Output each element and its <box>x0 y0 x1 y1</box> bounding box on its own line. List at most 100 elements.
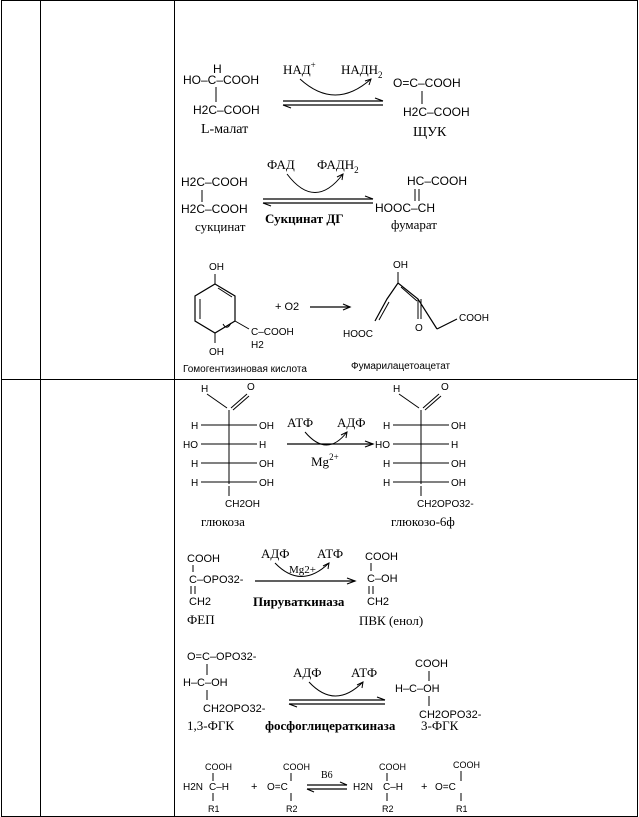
plus-oxygen: + O2 <box>275 301 299 313</box>
plus-1: + <box>251 781 257 793</box>
product-name-oxaloacetate: ЩУК <box>413 125 447 140</box>
glc-c3-oh: HO <box>183 440 198 451</box>
faa-oh: OH <box>393 260 408 271</box>
product-name-fumarate: фумарат <box>391 217 437 232</box>
ka2-keto: O=C <box>435 782 456 793</box>
product-name-fumarylacetoacetate: Фумарилацетоацетат <box>351 361 451 372</box>
glc-c2-oh: OH <box>259 421 274 432</box>
cofactor-adp: АДФ <box>337 415 366 430</box>
3pg-bot: CH2OPO32- <box>419 709 482 721</box>
table-cell-name <box>40 379 175 817</box>
hga-oh-bottom: OH <box>209 347 224 358</box>
succinate-row1: H2C–COOH <box>181 175 248 189</box>
3pg-top: COOH <box>415 658 448 670</box>
product-name-pyruvate: ПВК (енол) <box>359 613 423 628</box>
glc-c5-h: H <box>191 478 198 489</box>
13bpg-mid: H–C–OH <box>183 677 228 689</box>
fumarate-row1: HC–COOH <box>407 174 467 188</box>
cofactor-adp-pk: АДФ <box>261 546 290 561</box>
3pg-mid: H–C–OH <box>395 683 440 695</box>
glc-c4-oh: OH <box>259 459 274 470</box>
cofactor-atp-pk: АТФ <box>317 546 343 561</box>
ion-mg: Mg2+ <box>311 452 339 469</box>
aa1-cooh: COOH <box>205 762 232 772</box>
glc-c2-h: H <box>191 421 198 432</box>
ion-mg-pk: Mg2+ <box>289 564 316 576</box>
hexokinase-reaction: H O H OH HO H H OH H O <box>183 382 474 529</box>
cofactor-nadh2: НАДН2 <box>341 62 383 80</box>
enzyme-pgk: фосфоглицераткиназа <box>265 718 396 733</box>
pep-mid: C–OPO32- <box>189 574 244 586</box>
table-cell-number <box>1 379 41 817</box>
substrate-name-malate: L-малат <box>201 122 248 137</box>
oxaloacetate-row2: H2C–COOH <box>403 105 470 119</box>
ka2-r: R1 <box>456 804 468 814</box>
aa2-cooh: COOH <box>379 762 406 772</box>
phosphoglycerate-kinase-reaction: O=C–OPO32- H–C–OH CH2OPO32- 1,3-ФГК АДФ … <box>183 651 482 733</box>
g6p-c5-h: H <box>383 478 390 489</box>
malate-row2: H2C–COOH <box>193 103 260 117</box>
substrate-name-succinate: сукцинат <box>195 219 246 234</box>
plus-2: + <box>421 781 427 793</box>
aa1-mid: C–H <box>209 782 229 793</box>
pyruvate-kinase-reaction: COOH C–OPO32- CH2 ФЕП АДФ АТФ Mg2+ Пирув… <box>187 546 423 628</box>
cofactor-nad: НАД+ <box>283 60 316 77</box>
glc-c4-h: H <box>191 459 198 470</box>
cofactor-b6: B6 <box>321 770 333 781</box>
g6p-c5-oh: OH <box>451 478 466 489</box>
product-name-g6p: глюкозо-6ф <box>391 514 455 529</box>
table-cell-reactions: H O H OH HO H H OH H O <box>174 379 638 817</box>
pyruvate-cooh: COOH <box>365 551 398 563</box>
succinate-dehydrogenase-reaction: H2C–COOH H2C–COOH сукцинат ФАД ФАДН2 Сук… <box>181 157 467 234</box>
glc-aldehyde-o: O <box>247 382 255 393</box>
malate-row1: HO–C–COOH <box>183 73 259 87</box>
13bpg-bot: CH2OPO32- <box>203 703 266 715</box>
g6p-c4-h: H <box>383 459 390 470</box>
faa-right-acid: COOH <box>459 313 489 324</box>
ka1-cooh: COOH <box>283 762 310 772</box>
g6p-c6: CH2OPO32- <box>417 499 474 510</box>
table-cell-name <box>40 0 175 380</box>
faa-left-acid: HOOC <box>343 329 373 340</box>
glc-aldehyde-h: H <box>201 384 208 395</box>
table-cell-number <box>1 0 41 380</box>
table-row: H HO–C–COOH H2C–COOH L-малат НАД+ НАДН2 … <box>1 0 638 380</box>
aa1-r: R1 <box>208 804 220 814</box>
cofactor-atp-pgk: АТФ <box>351 665 377 680</box>
g6p-c4-oh: OH <box>451 459 466 470</box>
enzyme-pyruvate-kinase: Пируваткиназа <box>253 594 345 609</box>
pyruvate-ch2: CH2 <box>367 596 389 608</box>
g6p-c2-oh: OH <box>451 421 466 432</box>
aa1-amino: H2N <box>183 782 203 793</box>
ka1-keto: O=C <box>267 782 288 793</box>
g6p-c2-h: H <box>383 421 390 432</box>
aa2-amino: H2N <box>353 782 373 793</box>
table-cell-reactions: H HO–C–COOH H2C–COOH L-малат НАД+ НАДН2 … <box>174 0 638 380</box>
pep-cooh: COOH <box>187 553 220 565</box>
reactions-block-1: H HO–C–COOH H2C–COOH L-малат НАД+ НАДН2 … <box>181 60 489 375</box>
cofactor-fad: ФАД <box>267 157 295 172</box>
hga-side-chain: C–COOH <box>251 327 294 338</box>
succinate-row2: H2C–COOH <box>181 202 248 216</box>
13bpg-top: O=C–OPO32- <box>187 651 257 663</box>
table-row: H O H OH HO H H OH H O <box>1 379 638 817</box>
glc-c5-oh: OH <box>259 478 274 489</box>
cofactor-adp-pgk: АДФ <box>293 665 322 680</box>
homogentisate-dioxygenase-reaction: OH OH C–COOH H2 + O2 Гомогентизиновая ки… <box>183 260 489 375</box>
hga-oh-top: OH <box>209 262 224 273</box>
g6p-c3-h: H <box>451 440 458 451</box>
cofactor-atp: АТФ <box>287 415 313 430</box>
oxaloacetate-row1: O=C–COOH <box>393 76 461 90</box>
product-name-3pg: 3-ФГК <box>421 718 459 733</box>
aa2-mid: C–H <box>383 782 403 793</box>
malate-h: H <box>213 62 222 76</box>
pep-ch2: CH2 <box>189 596 211 608</box>
glc-c6: CH2OH <box>225 499 260 510</box>
faa-keto-o: O <box>415 323 423 334</box>
substrate-name-13bpg: 1,3-ФГК <box>187 718 234 733</box>
cofactor-fadh2: ФАДН2 <box>317 157 359 175</box>
aa2-r: R2 <box>382 804 394 814</box>
substrate-name-homogentisate: Гомогентизиновая кислота <box>183 364 307 375</box>
